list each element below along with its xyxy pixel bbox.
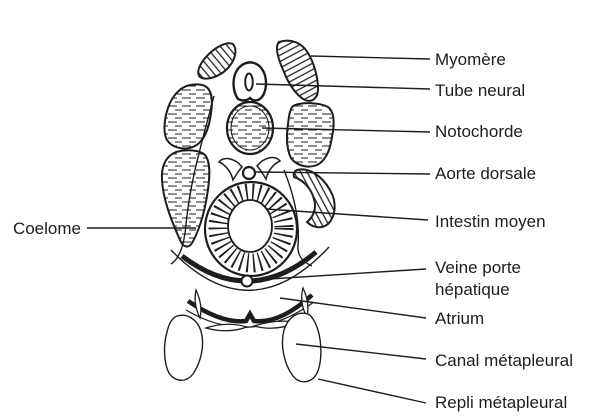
- midgut-epithelium-spokes: [208, 183, 294, 273]
- label-notochorde: Notochorde: [435, 122, 523, 141]
- myomere-mid-right: [286, 102, 335, 168]
- leader-intestin-moyen: [265, 208, 429, 221]
- label-veine-porte-line1: Veine porte: [435, 258, 521, 277]
- sliver-left: [203, 323, 250, 332]
- midgut-group: [203, 180, 299, 278]
- metapleural-canal-left: [163, 314, 204, 381]
- myomere-mid-left: [163, 83, 213, 150]
- label-myomere: Myomère: [435, 50, 506, 69]
- leader-veine-porte: [253, 268, 427, 281]
- leader-myomere: [310, 55, 431, 60]
- label-veine-porte-line2: hépatique: [435, 280, 510, 299]
- label-canal-metapleural: Canal métapleural: [435, 351, 573, 370]
- dorsal-aorta: [241, 165, 257, 181]
- label-atrium: Atrium: [435, 309, 484, 328]
- myomere-top-left: [197, 42, 237, 80]
- midgut-lumen: [227, 199, 273, 253]
- myomere-lower-left: [160, 149, 211, 248]
- dorsal-aorta-group: [217, 156, 282, 182]
- label-coelome: Coelome: [13, 219, 81, 238]
- coelom-flap-left: [217, 157, 243, 182]
- leader-notochorde: [261, 127, 431, 133]
- label-tube-neural: Tube neural: [435, 81, 525, 100]
- leader-repli-metapleural: [317, 378, 427, 404]
- label-aorte-dorsale: Aorte dorsale: [435, 164, 536, 183]
- sliver-upper-left: [194, 287, 202, 320]
- label-repli-metapleural: Repli métapleural: [435, 393, 567, 412]
- leader-tube-neural: [255, 83, 431, 90]
- labels: Coelome Myomère Tube neural Notochorde A…: [13, 50, 573, 412]
- metapleural-canal-right: [281, 312, 322, 383]
- leader-atrium: [279, 297, 427, 319]
- metapleural-canals: [163, 312, 322, 383]
- leader-aorte-dorsale: [255, 171, 431, 175]
- atrium-lower-wall: [186, 293, 314, 324]
- atrium-outer-thin-line: [170, 246, 330, 291]
- leader-lines: [87, 55, 431, 404]
- label-intestin-moyen: Intestin moyen: [435, 212, 546, 231]
- neural-tube-group: [232, 61, 268, 102]
- leader-canal-metapleural: [295, 343, 427, 360]
- hepatic-portal-vein: [240, 274, 254, 288]
- neural-canal: [244, 72, 254, 92]
- coelom-line-left: [170, 95, 215, 265]
